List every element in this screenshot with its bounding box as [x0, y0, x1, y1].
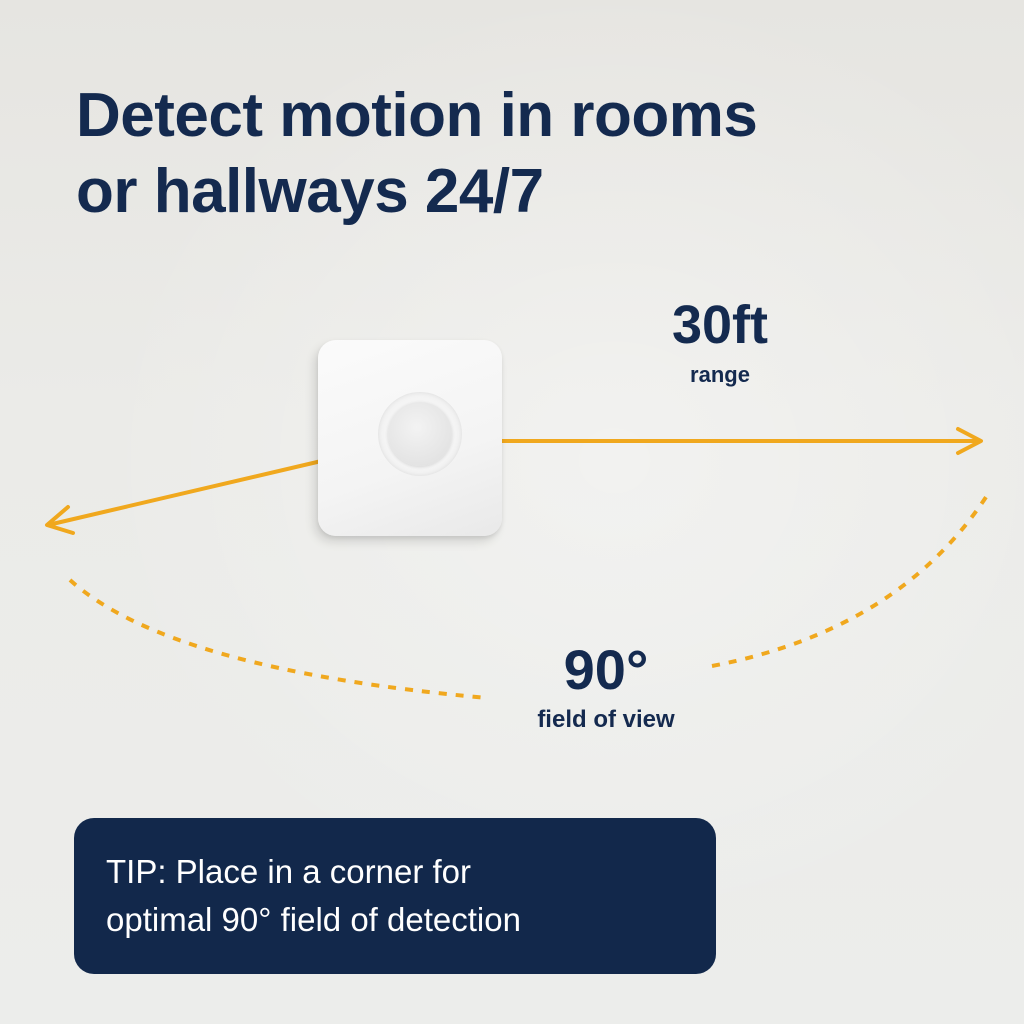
dashed-arc-left-icon — [68, 578, 489, 700]
sensor-lens — [388, 402, 452, 466]
fov-value: 90° — [563, 638, 649, 701]
fov-label: field of view — [537, 706, 675, 733]
tip-box: TIP: Place in a corner for optimal 90° f… — [74, 818, 716, 974]
tip-line-1: TIP: Place in a corner for — [106, 853, 471, 890]
arrow-left-icon — [45, 453, 349, 535]
sensor-ring — [378, 392, 462, 476]
tip-line-2: optimal 90° field of detection — [106, 901, 521, 938]
tip-text: TIP: Place in a corner for optimal 90° f… — [106, 848, 686, 944]
headline-line-1: Detect motion in rooms — [76, 81, 758, 150]
headline-line-2: or hallways 24/7 — [76, 157, 544, 226]
arrow-right-icon — [484, 427, 983, 455]
range-label: range — [690, 362, 750, 387]
motion-sensor-icon — [318, 340, 502, 536]
headline: Detect motion in rooms or hallways 24/7 — [76, 78, 936, 230]
range-value: 30ft — [671, 295, 769, 355]
dashed-arc-right-icon — [711, 492, 990, 668]
